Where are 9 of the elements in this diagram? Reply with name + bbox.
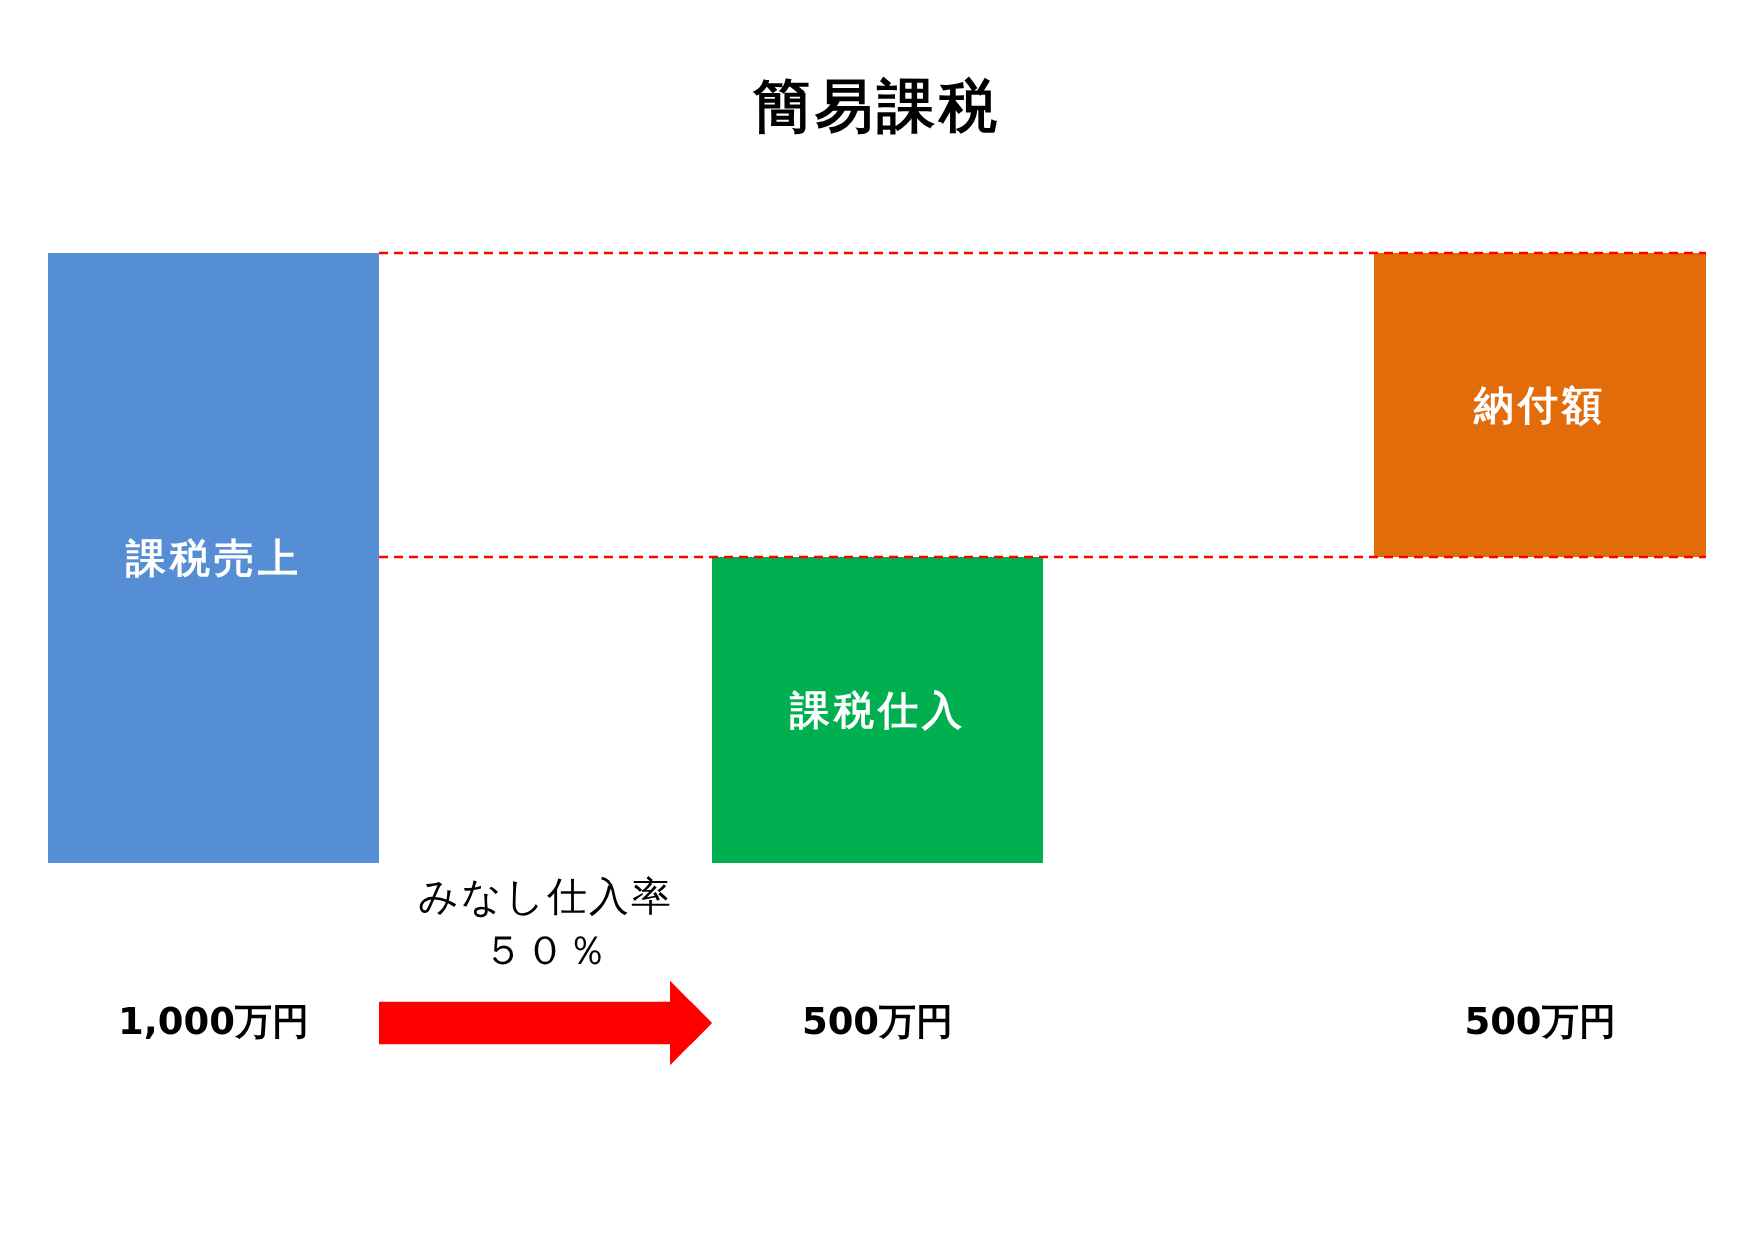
amount-label: 500万円 (1464, 1000, 1616, 1045)
bar-label: 課税売上 (125, 534, 302, 582)
edge-label: みなし仕入率５０％ (417, 871, 674, 975)
block-arrow (379, 980, 712, 1066)
amount-label: 500万円 (801, 1000, 954, 1045)
bar-label: 納付額 (1474, 381, 1606, 429)
amount-label: 1,000万円 (118, 1000, 309, 1045)
diagram-title: 簡易課税 (753, 72, 1001, 142)
bar-label: 課税仕入 (789, 686, 966, 734)
